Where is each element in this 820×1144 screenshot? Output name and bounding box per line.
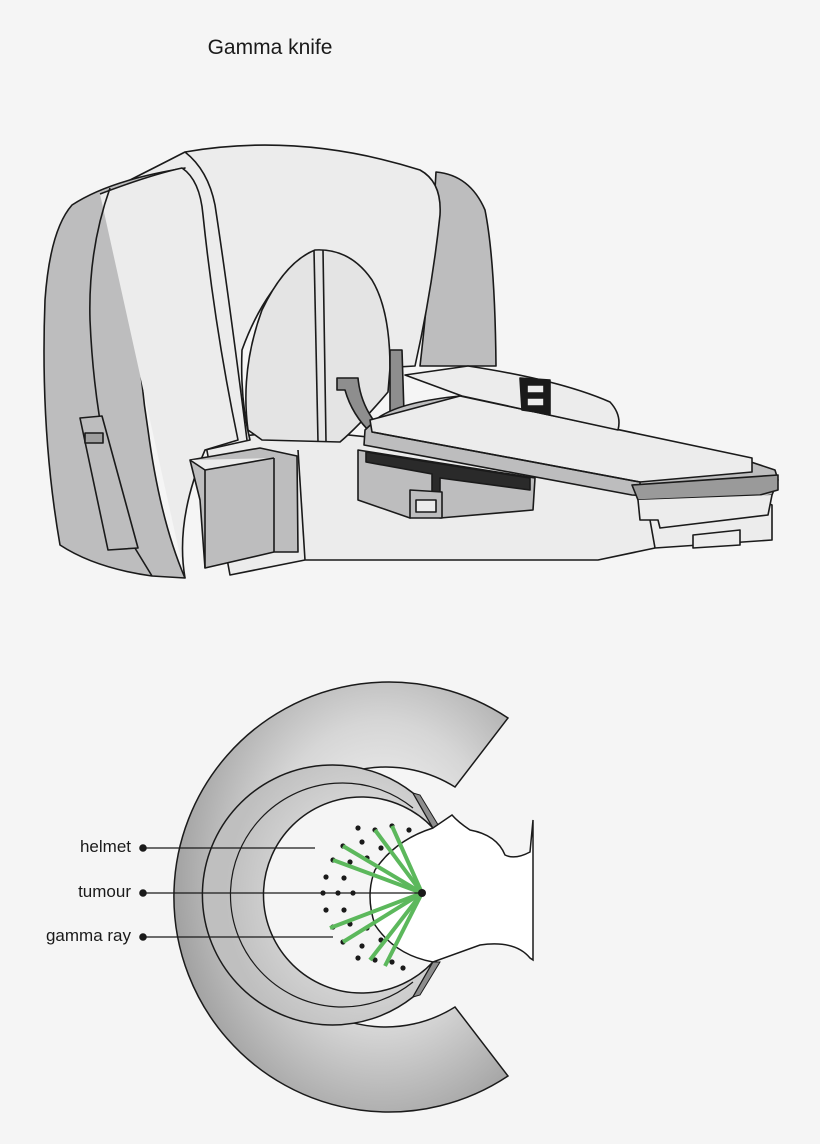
patient-head: [369, 814, 534, 963]
tumour-target: [418, 889, 426, 897]
gamma-rays: [329, 825, 424, 967]
machine-front-box: [189, 447, 299, 569]
gamma-knife-machine: [43, 144, 779, 579]
machine-side-panel: [79, 415, 139, 551]
figure-title: Gamma knife: [207, 36, 333, 59]
cross-section-diagram: [139, 681, 534, 1113]
helmet: [201, 764, 434, 1026]
label-gamma-ray: gamma ray: [45, 926, 131, 945]
label-helmet: helmet: [79, 837, 131, 856]
label-tumour: tumour: [78, 882, 131, 901]
label-leaders: [139, 844, 420, 941]
headrest-clamp: [519, 377, 551, 415]
